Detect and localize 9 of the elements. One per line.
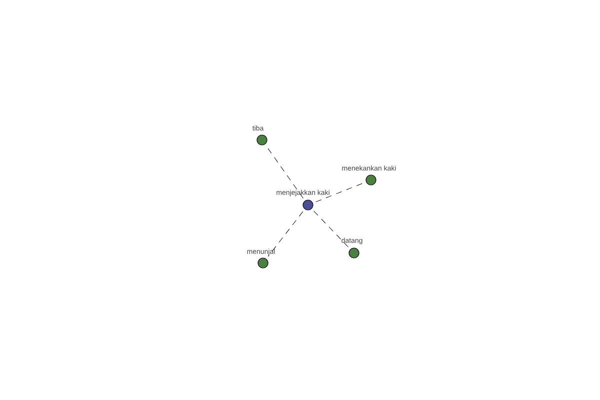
circle-node xyxy=(302,200,314,210)
circle-node xyxy=(348,248,360,258)
dashed-line xyxy=(268,211,304,257)
circle-node xyxy=(258,258,268,268)
dashed-line xyxy=(266,146,304,198)
dashed-line xyxy=(315,182,364,202)
circle-node xyxy=(366,174,376,186)
circle-node xyxy=(256,134,268,146)
dashed-line xyxy=(314,210,348,248)
